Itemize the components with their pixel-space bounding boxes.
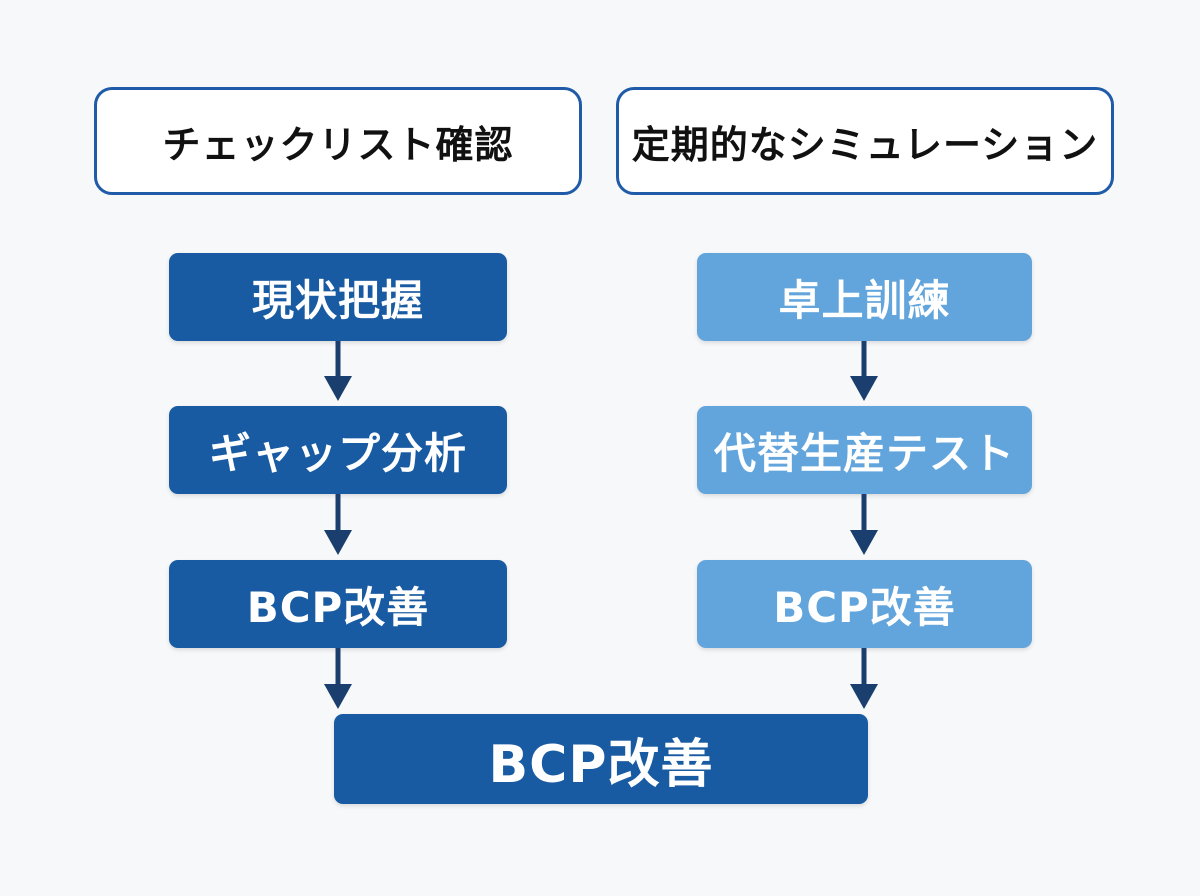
arrow-right-3 [850, 648, 878, 709]
step-tabletop-exercise: 卓上訓練 [697, 253, 1032, 341]
arrow-left-1 [324, 341, 352, 401]
step-current-state: 現状把握 [169, 253, 507, 341]
step-bcp-improvement-right: BCP改善 [697, 560, 1032, 648]
arrow-left-2 [324, 494, 352, 555]
step-bcp-improvement-final: BCP改善 [334, 714, 868, 804]
step-alternative-production-test: 代替生産テスト [697, 406, 1032, 494]
arrow-left-3 [324, 648, 352, 709]
header-checklist: チェックリスト確認 [94, 87, 582, 195]
arrow-right-1 [850, 341, 878, 401]
step-gap-analysis: ギャップ分析 [169, 406, 507, 494]
header-simulation: 定期的なシミュレーション [616, 87, 1114, 195]
step-bcp-improvement-left: BCP改善 [169, 560, 507, 648]
arrow-right-2 [850, 494, 878, 555]
